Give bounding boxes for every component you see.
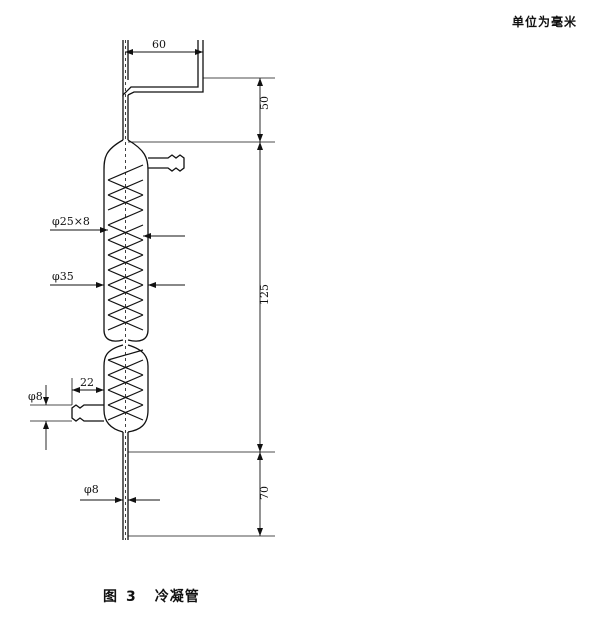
- upper-inlet-tube: [122, 95, 129, 140]
- dim-bottom-tube-diameter: φ8: [84, 483, 99, 496]
- top-bend-inner: [127, 40, 204, 96]
- upper-side-nozzle: [148, 154, 185, 172]
- unit-note: 单位为毫米: [512, 15, 578, 29]
- top-bend-outer: [122, 40, 199, 97]
- top-tube-left: [122, 40, 129, 80]
- figure-label: 图: [103, 589, 118, 605]
- dim-side-tube-length: 22: [80, 376, 94, 389]
- dim-body-height: 125: [258, 284, 271, 305]
- figure-title: 冷凝管: [154, 589, 200, 605]
- dim-top-height: 50: [258, 96, 271, 110]
- dim-side-tube-diameter: φ8: [28, 390, 43, 403]
- lower-side-nozzle: [71, 404, 104, 422]
- dim-coil-tube: φ25×8: [52, 215, 90, 228]
- figure-number: 3: [126, 589, 137, 605]
- lower-coil: [107, 349, 144, 421]
- upper-jacket: [103, 139, 149, 342]
- dim-top-width: 60: [152, 38, 166, 51]
- dim-bottom-height: 70: [258, 486, 271, 500]
- dim-outer-diameter: φ35: [52, 270, 74, 283]
- bottom-tube: [122, 432, 129, 540]
- upper-coil: [107, 164, 144, 331]
